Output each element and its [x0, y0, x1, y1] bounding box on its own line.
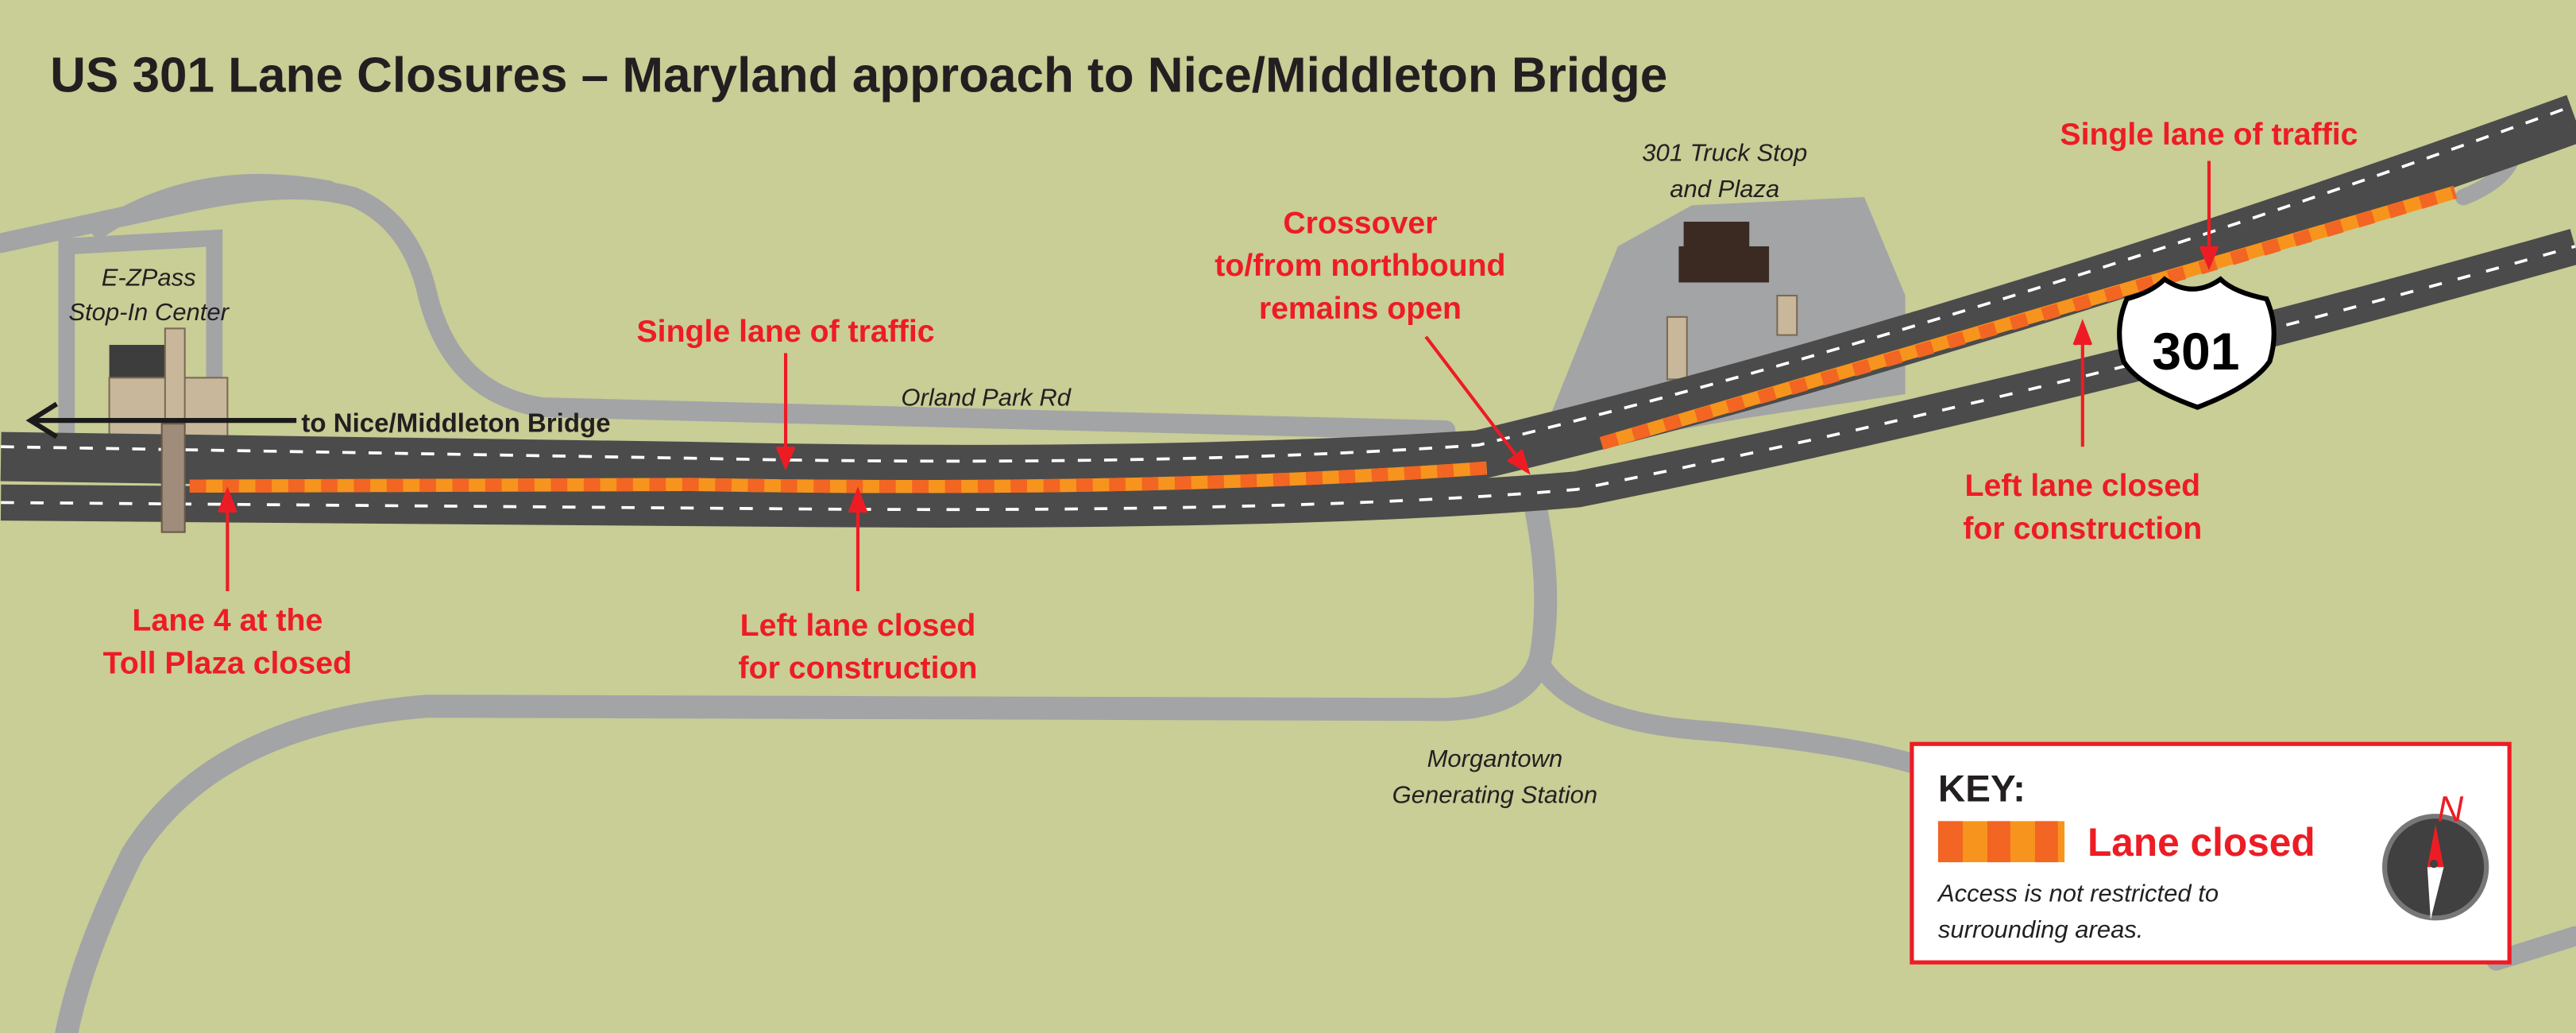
key-lane-closed-label: Lane closed: [2087, 820, 2315, 865]
lane-closure-east: [1599, 185, 2458, 450]
arrow-single-right-icon: [2199, 161, 2219, 271]
toll-plaza: [160, 423, 186, 533]
arrow-single-left-icon: [775, 353, 796, 471]
lane-closure-west-stripes: [189, 461, 1488, 493]
northbound-roadway: [0, 95, 2576, 494]
callout-arrows: [218, 161, 2219, 592]
shield-number: 301: [2152, 323, 2239, 381]
key-heading: KEY:: [1938, 768, 2026, 811]
service-road-top: [91, 173, 338, 238]
callout-single-lane-right: Single lane of traffic: [2060, 117, 2358, 152]
arrow-left-closed-right-icon: [2072, 319, 2093, 447]
truck-stop-building: [1666, 222, 1798, 381]
arrow-lane4-icon: [218, 486, 238, 592]
minor-roads: [0, 148, 2576, 1033]
us-301-shield-icon: 301: [2117, 276, 2277, 410]
compass-icon: N: [2382, 788, 2489, 921]
morgantown-road: [55, 497, 1558, 1033]
to-bridge-arrow-icon: [25, 401, 297, 439]
lane-markings: [1, 103, 2576, 463]
arrow-crossover-icon: [1424, 335, 1531, 475]
callout-single-lane-left: Single lane of traffic: [637, 314, 935, 349]
lane-closed-swatch: [1937, 821, 2065, 863]
map-key: KEY: Lane closed Access is not restricte…: [1910, 741, 2512, 965]
to-bridge-label: to Nice/Middleton Bridge: [301, 409, 610, 439]
arrow-left-closed-left-icon: [848, 486, 868, 592]
orland-park-rd-label: Orland Park Rd: [901, 383, 1072, 411]
compass-north-letter: N: [2437, 788, 2463, 829]
service-road-inner: [58, 229, 223, 460]
page-title: US 301 Lane Closures – Maryland approach…: [50, 48, 1667, 103]
morgantown-east-road: [1531, 655, 1924, 774]
